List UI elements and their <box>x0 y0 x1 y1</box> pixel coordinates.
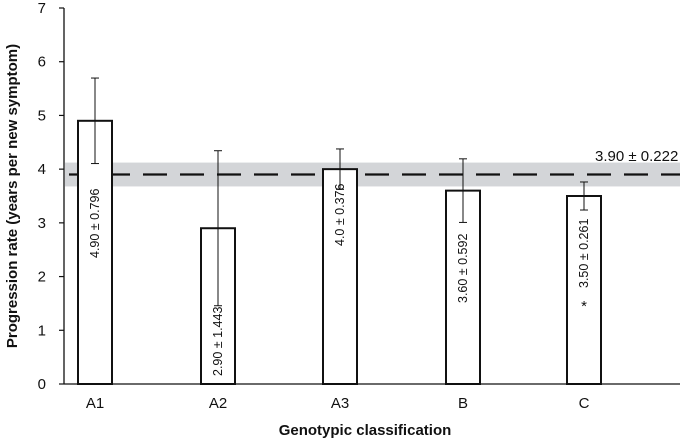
y-tick-label: 6 <box>38 54 46 71</box>
bar-a3 <box>322 168 358 385</box>
y-tick-label: 7 <box>38 0 46 17</box>
y-tick-label: 0 <box>38 376 46 393</box>
bar-value-label: 3.50 ± 0.261 <box>577 219 591 288</box>
x-tick-label: A2 <box>209 395 227 412</box>
bar-a1 <box>77 119 113 386</box>
x-axis-title: Genotypic classification <box>279 422 452 439</box>
x-tick-label: A1 <box>86 395 104 412</box>
bar-value-label: 4.0 ± 0.376 <box>333 183 347 246</box>
bar-value-label: 4.90 ± 0.796 <box>88 189 102 258</box>
x-tick-label: A3 <box>331 395 349 412</box>
bar-value-label: 2.90 ± 1.443 <box>211 307 225 376</box>
y-tick-label: 3 <box>38 215 46 232</box>
significance-marker: * <box>581 298 587 315</box>
y-tick-label: 2 <box>38 269 46 286</box>
y-tick-label: 4 <box>38 161 46 178</box>
error-bar-a3 <box>336 148 344 190</box>
bar-value-label: 3.60 ± 0.592 <box>456 234 470 303</box>
error-bar-a2 <box>214 150 222 307</box>
x-tick-label: C <box>579 395 590 412</box>
error-bar-c <box>580 181 588 211</box>
y-tick-label: 1 <box>38 322 46 339</box>
error-bar-b <box>459 158 467 223</box>
y-tick-label: 5 <box>38 107 46 124</box>
x-tick-label: B <box>458 395 468 412</box>
reference-line-label: 3.90 ± 0.222 <box>595 148 678 165</box>
y-axis-title: Progression rate (years per new symptom) <box>4 44 21 348</box>
error-bar-a1 <box>91 77 99 165</box>
